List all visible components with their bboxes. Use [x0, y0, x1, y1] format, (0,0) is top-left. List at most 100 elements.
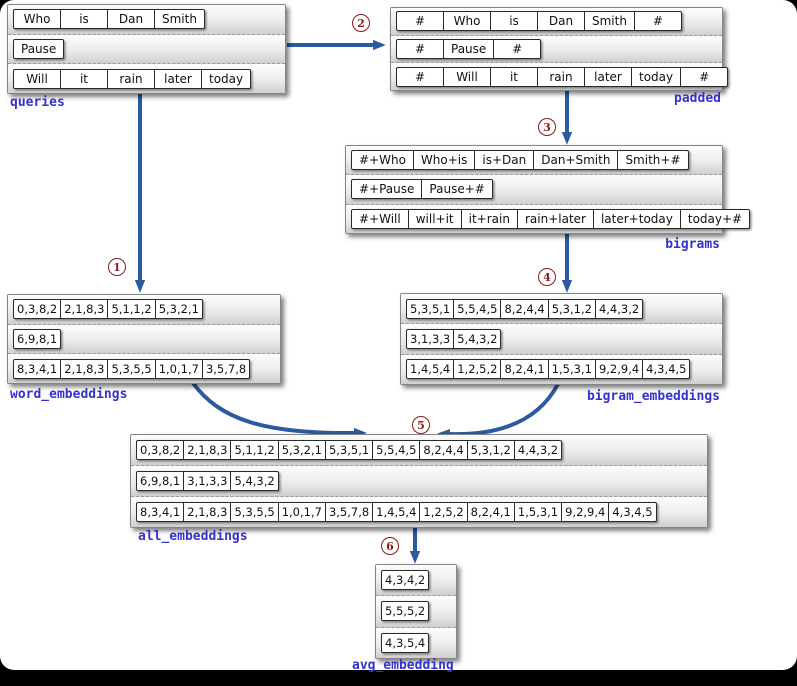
- cell: 5,4,3,2: [457, 331, 498, 346]
- cell: #: [397, 67, 444, 86]
- cell: it: [491, 67, 538, 86]
- cell: 1,5,3,1: [549, 360, 596, 379]
- cell: Smith: [585, 12, 635, 31]
- cell: 5,5,4,5: [373, 441, 421, 459]
- cell: is+Dan: [475, 151, 535, 170]
- cell: later+today: [594, 209, 681, 228]
- cell: Smith+#: [625, 153, 681, 168]
- cell: 8,3,4,1: [14, 359, 62, 378]
- cell: 5,3,2,1: [158, 302, 199, 317]
- cell: 3,1,3,3: [184, 472, 232, 490]
- cell: 6,9,8,1: [137, 472, 185, 490]
- cell: 3,5,7,8: [326, 503, 374, 521]
- cell: 8,2,4,1: [468, 503, 515, 521]
- token-row: 5,5,5,2: [376, 595, 456, 627]
- cell: Dan: [108, 10, 155, 29]
- cell: 8,3,4,1: [137, 503, 185, 521]
- cell: it: [61, 69, 108, 88]
- cell: 2,1,8,3: [184, 503, 232, 521]
- cell-group: Pause: [13, 39, 65, 59]
- cell: 5,1,1,2: [231, 441, 279, 459]
- cell: Dan: [538, 12, 585, 31]
- cell: 4,3,4,5: [646, 362, 687, 377]
- arrow-bigram-embeddings-to-all-embeddings: [437, 383, 560, 440]
- step-4-badge: 4: [538, 268, 556, 286]
- cell: 1,0,1,7: [279, 503, 326, 521]
- step-2-badge: 2: [352, 14, 370, 32]
- label-avg-embedding: avg_embedding: [352, 658, 454, 673]
- cell: 5,4,3,2: [234, 474, 275, 488]
- cell: later: [155, 69, 202, 88]
- cell: 3,1,3,3: [407, 329, 455, 348]
- cell: 1,4,5,4: [407, 360, 455, 379]
- cell: 5,3,5,5: [231, 503, 279, 521]
- cell: 0,3,8,2: [137, 441, 185, 459]
- cell: rain: [538, 67, 585, 86]
- cell: 2,1,8,3: [184, 441, 232, 459]
- cell: 4,3,5,4: [385, 635, 426, 650]
- cell: 2,1,8,3: [61, 359, 109, 378]
- cell: 4,4,3,2: [517, 443, 559, 457]
- cell-group: #Pause#: [396, 39, 542, 59]
- step-3-badge: 3: [538, 118, 556, 136]
- arrow-word-embeddings-to-all-embeddings: [191, 381, 367, 439]
- cell: 9,2,9,4: [562, 503, 610, 521]
- cell: 3,5,7,8: [205, 361, 247, 376]
- cell: will+it: [409, 209, 462, 228]
- cell: 4,4,3,2: [598, 301, 640, 316]
- cell: 5,3,5,5: [108, 359, 156, 378]
- cell-group: 4,3,5,4: [381, 632, 430, 653]
- cell: later: [585, 67, 632, 86]
- cell: 1,4,5,4: [373, 503, 421, 521]
- token-row: 4,3,4,2: [376, 565, 456, 596]
- cell: 9,2,9,4: [596, 360, 644, 379]
- cell: 5,3,1,2: [549, 299, 596, 318]
- cell: #: [699, 69, 710, 84]
- cell: 5,3,5,1: [326, 441, 374, 459]
- cell: Who: [444, 12, 491, 31]
- token-row: #Pause#: [391, 34, 722, 63]
- cell: Smith: [162, 12, 197, 27]
- cell: it+rain: [462, 209, 518, 228]
- step-6-badge: 6: [381, 537, 399, 555]
- cell: #: [397, 12, 444, 31]
- cell: 1,2,5,2: [454, 360, 502, 379]
- cell: #: [652, 14, 663, 29]
- cell: 5,1,1,2: [108, 300, 156, 319]
- cell: 4,3,4,5: [612, 505, 653, 519]
- cell: 5,3,2,1: [279, 441, 326, 459]
- cell-group: 5,5,5,2: [381, 601, 430, 622]
- cell: 8,2,4,4: [501, 299, 549, 318]
- cell: #+Pause: [352, 180, 423, 199]
- cell: rain+later: [518, 209, 594, 228]
- cell: #+Who: [352, 151, 414, 170]
- label-bigrams: bigrams: [665, 237, 720, 252]
- cell: #+Will: [352, 209, 409, 228]
- cell: Who: [14, 10, 61, 29]
- cell: 0,3,8,2: [14, 300, 62, 319]
